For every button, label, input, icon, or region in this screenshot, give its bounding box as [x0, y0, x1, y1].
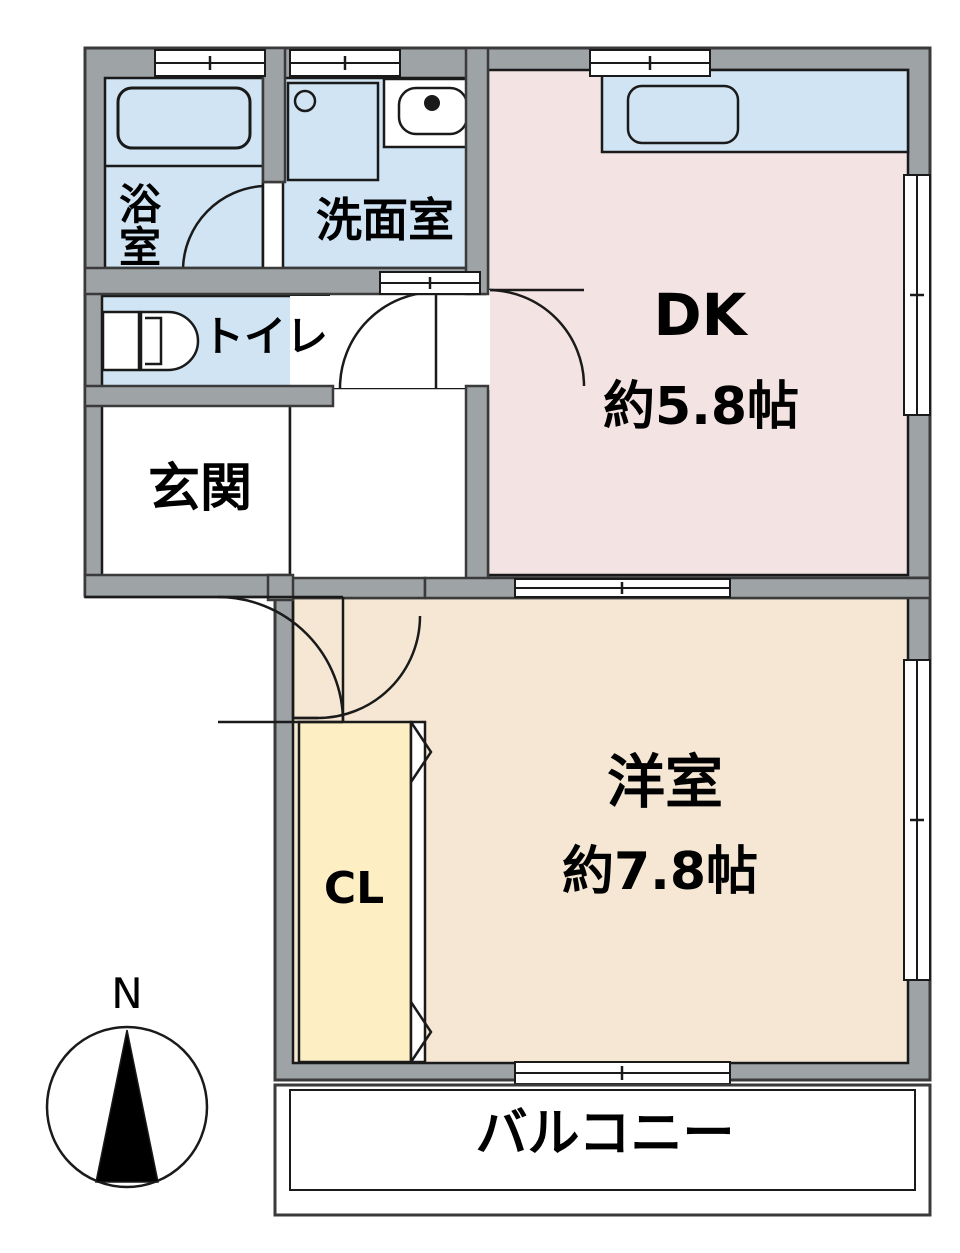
room-genkan	[100, 402, 292, 581]
genkan-door-arc	[217, 595, 345, 723]
bath-door-opening	[261, 180, 287, 272]
bath-door-arc	[181, 184, 264, 269]
partition-genkan-bottom	[83, 573, 292, 599]
toilet-tank	[101, 310, 141, 372]
washing-machine-drain-icon	[293, 89, 317, 113]
closet-folding-door-bottom	[409, 1001, 433, 1063]
window-washroom-side	[379, 271, 481, 295]
window-washroom-top	[289, 49, 401, 77]
partition-above-washitsu-left	[273, 576, 427, 600]
bathtub	[116, 86, 252, 150]
window-bath-top	[154, 49, 266, 77]
washitsu-door-jamb	[291, 598, 318, 720]
toilet-seat-detail	[145, 316, 163, 366]
compass-rose	[45, 1025, 209, 1189]
wash-basin	[397, 86, 469, 136]
dk-door-opening	[482, 290, 490, 390]
hallway-upper	[330, 292, 488, 388]
window-balcony-door	[514, 1061, 731, 1085]
washitsu-door-arc	[317, 615, 422, 720]
kitchen-sink	[626, 84, 740, 145]
wash-basin-faucet-icon	[424, 95, 440, 111]
partition-bath-washroom	[261, 46, 287, 184]
window-washitsu-right	[903, 659, 931, 981]
toilet-bowl	[139, 310, 200, 372]
compass-north-needle	[95, 1029, 159, 1183]
partition-left-of-dk-upper	[464, 46, 490, 296]
closet-folding-door-top	[409, 721, 433, 783]
balcony	[273, 1083, 932, 1217]
window-dk-right	[903, 174, 931, 416]
balcony-inner	[289, 1089, 916, 1191]
closet-cl	[297, 720, 413, 1064]
window-dk-washitsu-divider	[514, 578, 731, 598]
partition-left-of-dk-lower	[464, 384, 490, 583]
windows	[154, 49, 931, 1085]
closet-door-track	[409, 720, 427, 1064]
room-dk	[486, 68, 910, 577]
partition-under-toilet	[83, 384, 335, 408]
room-fills	[100, 68, 910, 1065]
dk-door-arc	[487, 288, 586, 387]
window-dk-top	[589, 49, 711, 77]
genkan-entrance-door	[85, 595, 345, 724]
